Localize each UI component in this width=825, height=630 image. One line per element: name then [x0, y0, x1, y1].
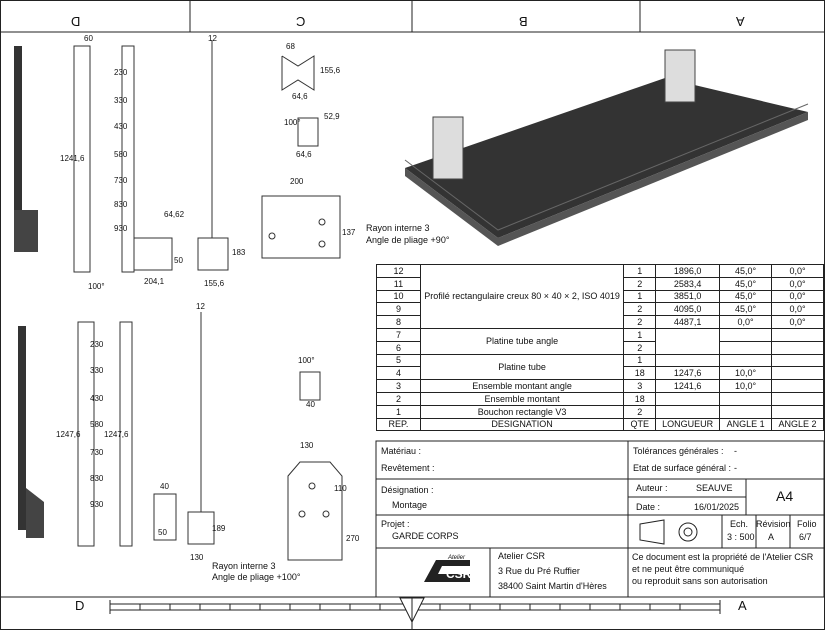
dimension: 100° — [284, 118, 301, 127]
property-notice: et ne peut être communiqué — [632, 564, 745, 574]
dimension: 930 — [90, 500, 104, 509]
dimension: 130 — [300, 441, 314, 450]
dimension: 430 — [114, 122, 128, 131]
dimension: 730 — [114, 176, 128, 185]
dimension: 1247,6 — [56, 430, 81, 439]
dimension: 189 — [212, 524, 226, 533]
dimension: 64,6 — [292, 92, 308, 101]
tolerances-value: - — [734, 446, 737, 456]
echelle-value: 3 : 500 — [727, 532, 755, 542]
company-address: 3 Rue du Pré Ruffier — [498, 566, 580, 576]
date-label: Date : — [636, 502, 661, 512]
zone-label-top: D — [70, 14, 81, 29]
bend-note: Rayon interne 3 — [212, 561, 276, 571]
bend-note: Angle de pliage +100° — [212, 572, 301, 582]
materiau-label: Matériau : — [381, 446, 422, 456]
dimension: 270 — [346, 534, 360, 543]
dimension: 100° — [298, 356, 315, 365]
zone-label-bottom: A — [738, 598, 748, 613]
zone-label-bottom: D — [75, 598, 86, 613]
dimension: 110 — [334, 484, 347, 493]
zone-label-top: A — [735, 14, 745, 29]
dimension: 330 — [114, 96, 128, 105]
dimension: 64,62 — [164, 210, 185, 219]
dimension: 155,6 — [320, 66, 341, 75]
dimension: 40 — [160, 482, 169, 491]
projet-label: Projet : — [381, 519, 410, 529]
company-address: 38400 Saint Martin d'Hères — [498, 581, 607, 591]
tolerances-label: Tolérances générales : — [633, 446, 724, 456]
auteur-label: Auteur : — [636, 483, 668, 493]
projet-value: GARDE CORPS — [392, 531, 459, 541]
format-value: A4 — [776, 488, 794, 504]
company-logo: Atelier CSR — [420, 555, 474, 586]
dimension: 137 — [342, 228, 356, 237]
dimension: 330 — [90, 366, 104, 375]
dimension: 1241,6 — [60, 154, 85, 163]
dimension: 430 — [90, 394, 104, 403]
dimension: 50 — [158, 528, 167, 537]
dimension: 1247,6 — [104, 430, 129, 439]
revision-value: A — [768, 532, 775, 542]
dimension: 60 — [84, 34, 93, 43]
zone-label-top: B — [518, 14, 528, 29]
dimension: 580 — [90, 420, 104, 429]
dimension: 50 — [174, 256, 183, 265]
property-notice: ou reproduit sans son autorisation — [632, 576, 768, 586]
property-notice: Ce document est la propriété de l'Atelie… — [632, 552, 814, 562]
dimension: 580 — [114, 150, 128, 159]
dimension: 830 — [114, 200, 128, 209]
dimension: 230 — [114, 68, 128, 77]
dimension: 200 — [290, 177, 304, 186]
dimension: 183 — [232, 248, 246, 257]
designation-label: Désignation : — [381, 485, 434, 495]
date-value: 16/01/2025 — [694, 502, 740, 512]
dimension: 830 — [90, 474, 104, 483]
dimension: 230 — [90, 340, 104, 349]
surface-value: - — [734, 463, 737, 473]
dimension: 52,9 — [324, 112, 340, 121]
designation-value: Montage — [392, 500, 428, 510]
folio-label: Folio — [797, 519, 817, 529]
dimension: 730 — [90, 448, 104, 457]
dimension: 68 — [286, 42, 295, 51]
bend-note: Angle de pliage +90° — [366, 235, 450, 245]
revetement-label: Revêtement : — [381, 463, 435, 473]
dimension: 40 — [306, 400, 315, 409]
echelle-label: Ech. — [730, 519, 749, 529]
dimension: 930 — [114, 224, 128, 233]
dimension: 64,6 — [296, 150, 312, 159]
revision-label: Révision — [756, 519, 791, 529]
dimension: 204,1 — [144, 277, 165, 286]
dimension: 100° — [88, 282, 105, 291]
company-name: Atelier CSR — [498, 551, 546, 561]
dimension: 12 — [208, 34, 217, 43]
auteur-value: SEAUVE — [696, 483, 733, 493]
bend-note: Rayon interne 3 — [366, 223, 430, 233]
dimension: 130 — [190, 553, 204, 562]
zone-label-top: C — [295, 14, 306, 29]
dimension: 155,6 — [204, 279, 225, 288]
dimension: 12 — [196, 302, 205, 311]
surface-label: Etat de surface général : — [633, 463, 732, 473]
folio-value: 6/7 — [799, 532, 812, 542]
